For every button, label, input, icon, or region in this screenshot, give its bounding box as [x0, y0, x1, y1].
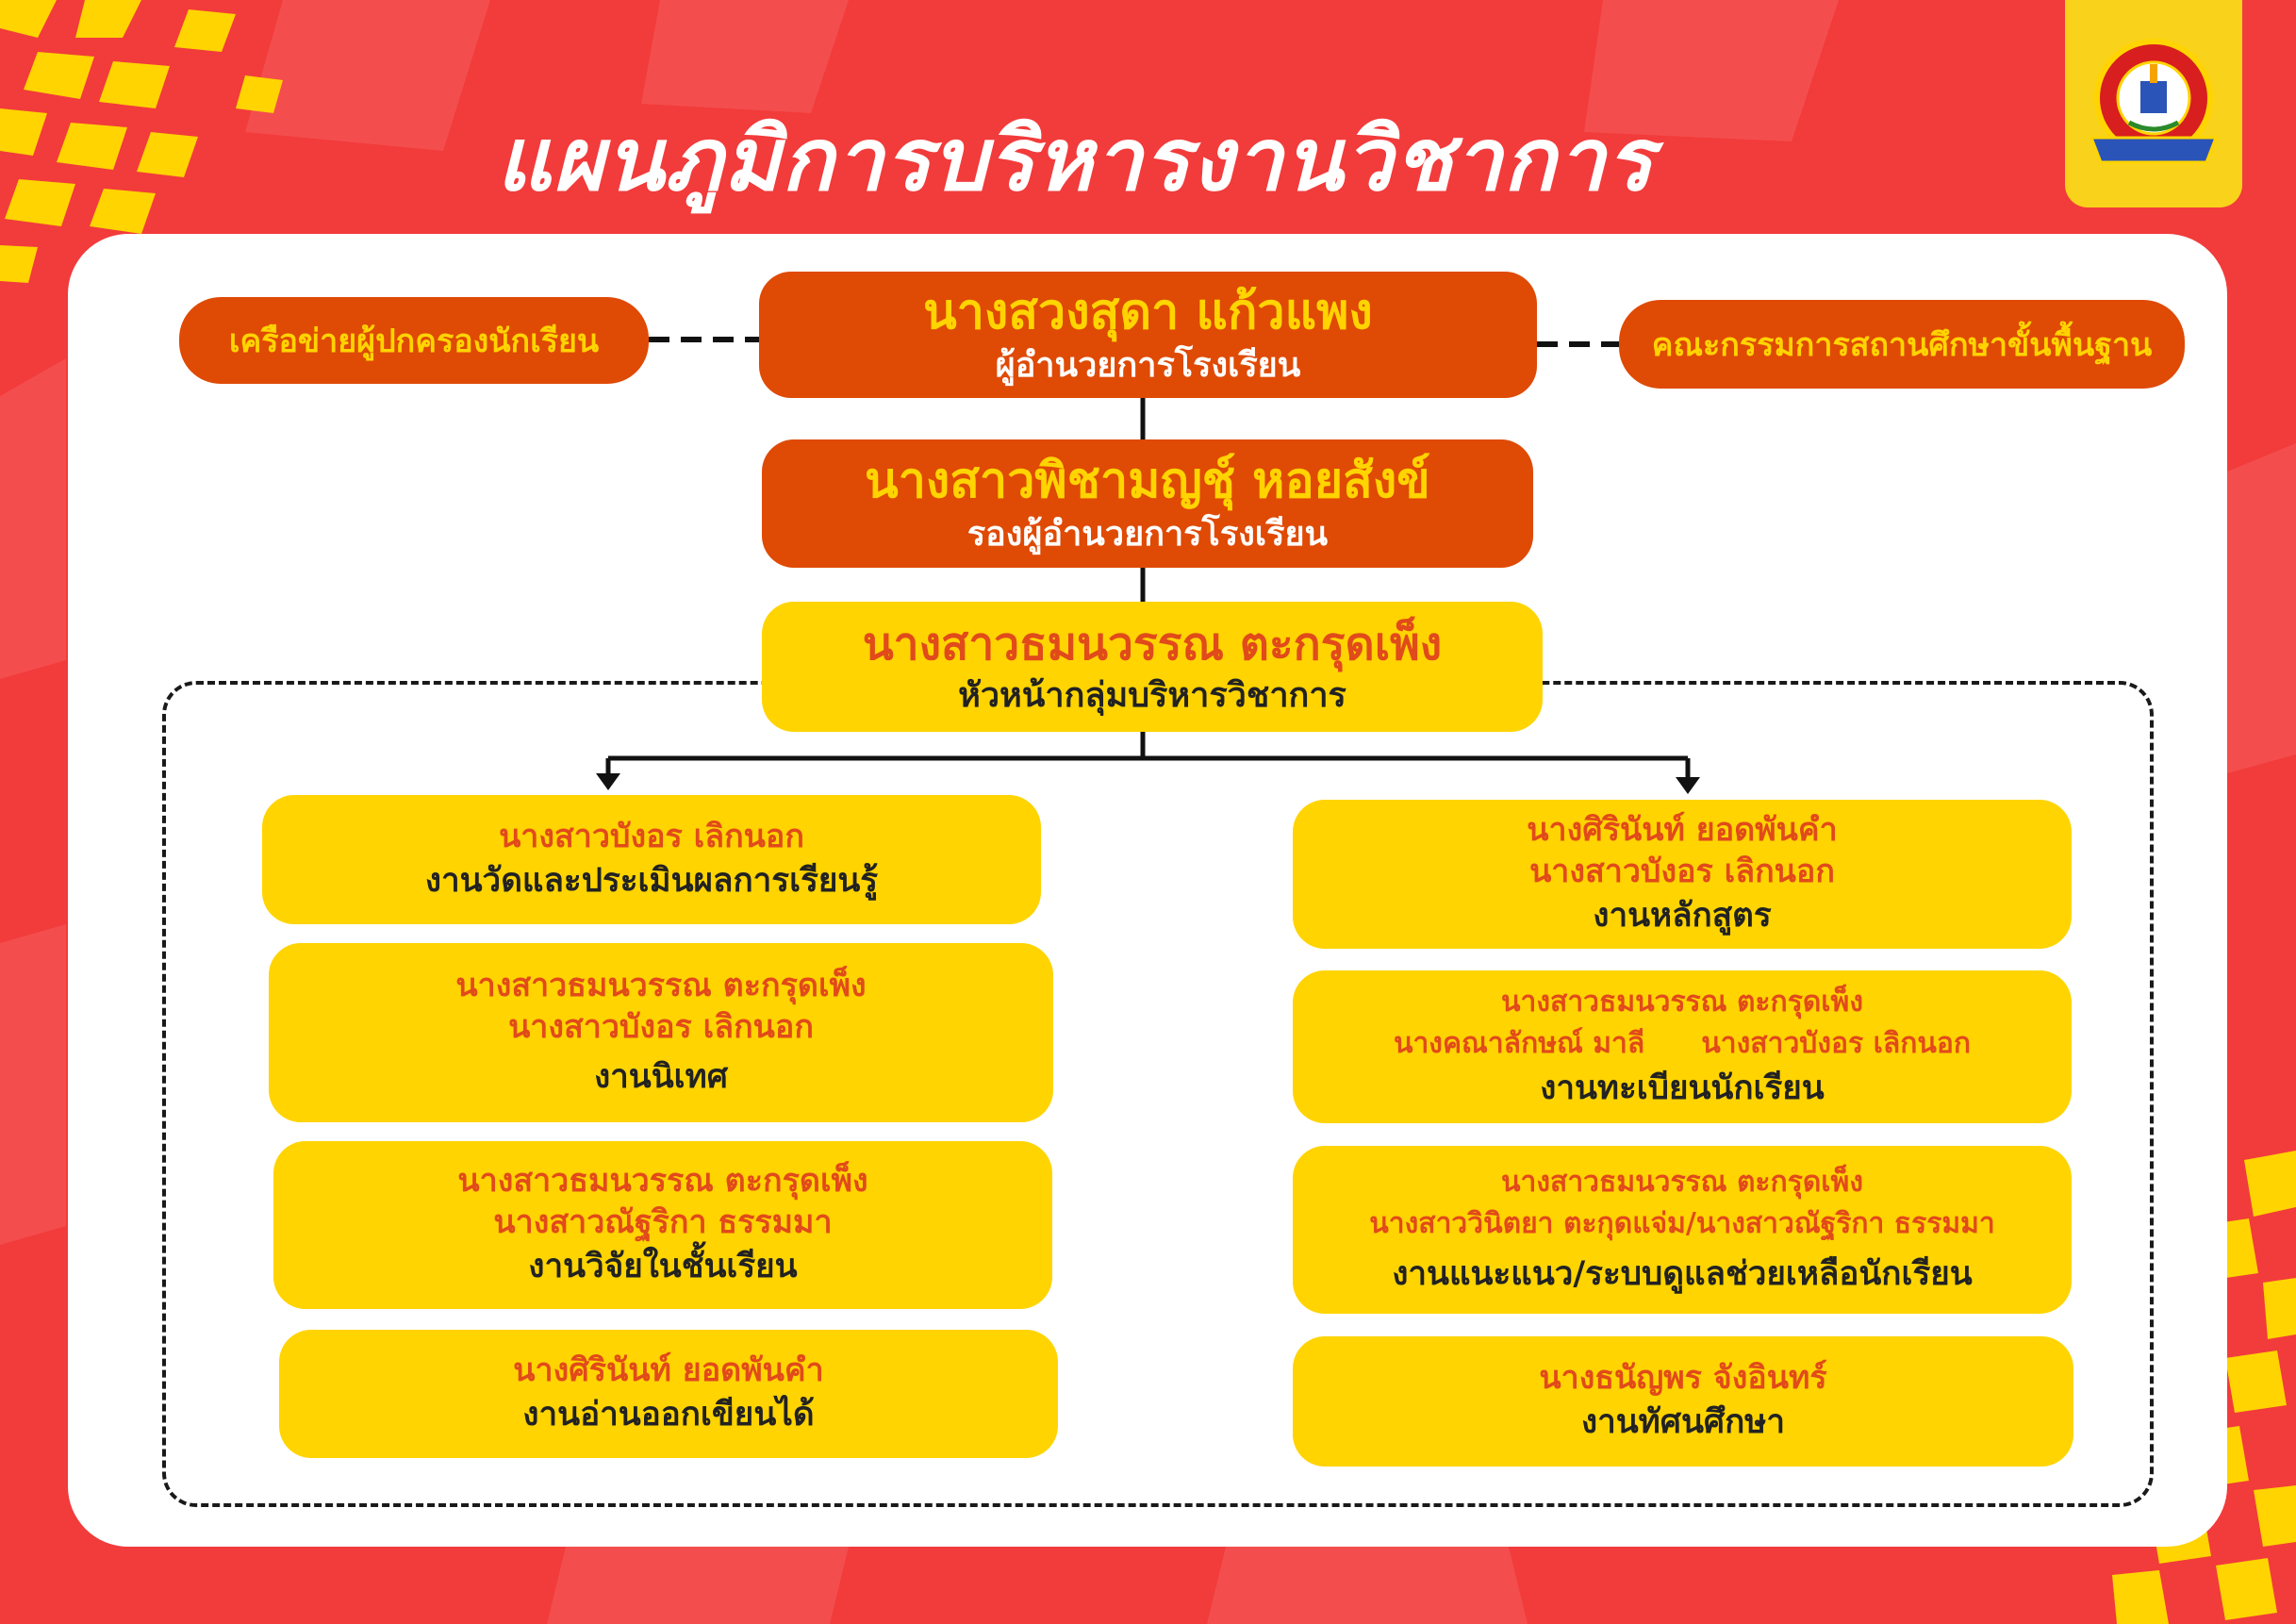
- director-box: นางสวงสุดา แก้วแพง ผู้อำนวยการโรงเรียน: [759, 272, 1537, 398]
- task-box-curriculum: นางศิรินันท์ ยอดพันคำ นางสาวบังอร เลิกนอ…: [1293, 800, 2072, 949]
- task-person: นางสาวบังอร เลิกนอก: [1529, 853, 1835, 890]
- task-box-classroom-research: นางสาวธมนวรรณ ตะกรุดเพ็ง นางสาวณัฐริกา ธ…: [273, 1141, 1052, 1309]
- deputy-director-role: รองผู้อำนวยการโรงเรียน: [966, 515, 1329, 554]
- task-person: นางสาวธมนวรรณ ตะกรุดเพ็ง: [1501, 1166, 1863, 1199]
- parent-network-label: เครือข่ายผู้ปกครองนักเรียน: [228, 323, 600, 360]
- task-person: นางสาวธมนวรรณ ตะกรุดเพ็ง: [1501, 986, 1863, 1019]
- task-box-literacy: นางศิรินันท์ ยอดพันคำ งานอ่านออกเขียนได้: [279, 1330, 1058, 1458]
- academic-head-role: หัวหน้ากลุ่มบริหารวิชาการ: [958, 676, 1346, 715]
- task-person: นางสาวบังอร เลิกนอก: [508, 1008, 814, 1046]
- task-box-supervision: นางสาวธมนวรรณ ตะกรุดเพ็ง นางสาวบังอร เลิ…: [269, 943, 1053, 1122]
- deputy-director-name: นางสาวพิชามญชุ์ หอยสังข์: [865, 453, 1430, 509]
- task-title: งานนิเทศ: [594, 1058, 728, 1096]
- task-box-guidance: นางสาวธมนวรรณ ตะกรุดเพ็ง นางสาววินิตยา ต…: [1293, 1146, 2072, 1314]
- parent-network-box: เครือข่ายผู้ปกครองนักเรียน: [179, 297, 649, 384]
- task-person: นางสาวธมนวรรณ ตะกรุดเพ็ง: [455, 967, 867, 1004]
- task-person: นางสาวณัฐริกา ธรรมมา: [493, 1203, 833, 1241]
- task-box-registration: นางสาวธมนวรรณ ตะกรุดเพ็ง นางคณาลักษณ์ มา…: [1293, 970, 2072, 1123]
- school-emblem-icon: [2089, 39, 2219, 164]
- task-box-assessment: นางสาวบังอร เลิกนอก งานวัดและประเมินผลกา…: [262, 795, 1041, 924]
- page-title: แผนภูมิการบริหารงานวิชาการ: [496, 109, 1654, 210]
- director-name: นางสวงสุดา แก้วแพง: [923, 284, 1373, 340]
- task-title: งานวัดและประเมินผลการเรียนรู้: [424, 861, 879, 900]
- deputy-director-box: นางสาวพิชามญชุ์ หอยสังข์ รองผู้อำนวยการโ…: [762, 439, 1533, 568]
- task-title: งานทัศนศึกษา: [1580, 1403, 1785, 1441]
- task-person: นางธนัญพร จังอินทร์: [1539, 1359, 1827, 1397]
- task-title: งานอ่านออกเขียนได้: [522, 1396, 815, 1433]
- academic-head-box: นางสาวธมนวรรณ ตะกรุดเพ็ง หัวหน้ากลุ่มบริ…: [762, 602, 1543, 732]
- task-person: นางศิรินันท์ ยอดพันคำ: [1527, 811, 1838, 849]
- task-person: นางสาวบังอร เลิกนอก: [499, 817, 804, 855]
- task-person-row: นางคณาลักษณ์ มาลี นางสาวบังอร เลิกนอก: [1394, 1023, 1971, 1065]
- task-person: นางศิรินันท์ ยอดพันคำ: [513, 1351, 824, 1389]
- task-person: นางคณาลักษณ์ มาลี: [1393, 1027, 1645, 1060]
- director-role: ผู้อำนวยการโรงเรียน: [995, 346, 1301, 385]
- school-committee-box: คณะกรรมการสถานศึกษาขั้นพื้นฐาน: [1619, 300, 2185, 389]
- task-person: นางสาวธมนวรรณ ตะกรุดเพ็ง: [457, 1162, 868, 1200]
- academic-head-name: นางสาวธมนวรรณ ตะกรุดเพ็ง: [862, 618, 1443, 671]
- task-title: งานแนะแนว/ระบบดูแลช่วยเหลือนักเรียน: [1392, 1255, 1973, 1293]
- task-person: นางสาวบังอร เลิกนอก: [1701, 1027, 1972, 1060]
- task-title: งานหลักสูตร: [1593, 897, 1772, 935]
- school-committee-label: คณะกรรมการสถานศึกษาขั้นพื้นฐาน: [1651, 326, 2153, 364]
- task-title: งานทะเบียนนักเรียน: [1540, 1069, 1825, 1107]
- task-title: งานวิจัยในชั้นเรียน: [528, 1248, 798, 1285]
- logo-badge: [2065, 0, 2242, 207]
- task-person: นางสาววินิตยา ตะกุดแจ่ม/นางสาวณัฐริกา ธร…: [1369, 1207, 1995, 1240]
- task-box-field-trip: นางธนัญพร จังอินทร์ งานทัศนศึกษา: [1293, 1336, 2073, 1467]
